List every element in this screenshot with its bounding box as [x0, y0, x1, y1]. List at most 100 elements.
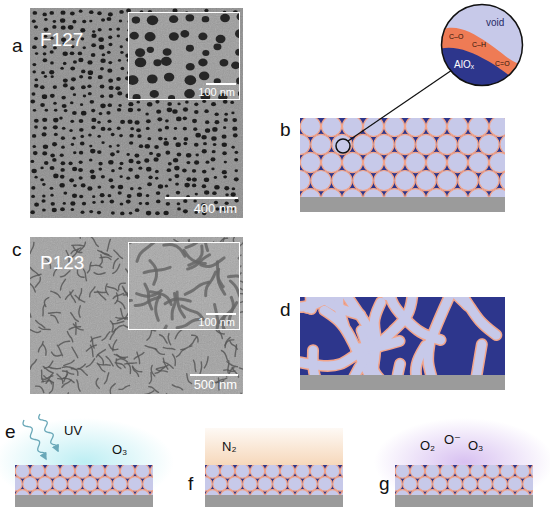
sem-image — [30, 237, 243, 394]
pore — [184, 183, 189, 188]
pore — [42, 13, 46, 17]
pore — [183, 209, 188, 213]
pore — [204, 190, 209, 195]
pore — [34, 25, 38, 29]
pore — [71, 143, 75, 146]
pore — [210, 157, 215, 161]
pore — [107, 68, 112, 72]
pore — [31, 195, 35, 198]
panel-letter: b — [280, 120, 291, 141]
pore — [110, 152, 115, 156]
pore — [108, 36, 112, 40]
pore-channel — [79, 237, 81, 238]
pore — [73, 151, 76, 154]
pore-channel — [177, 319, 201, 328]
pore — [106, 111, 110, 115]
scale-label: 500 nm — [194, 378, 237, 392]
pore — [167, 168, 172, 172]
pore — [132, 16, 140, 23]
pore — [52, 158, 56, 162]
pore-channel — [228, 276, 240, 286]
pore — [109, 145, 112, 148]
scale-bar — [206, 313, 236, 315]
pore — [147, 137, 151, 140]
pore — [172, 109, 177, 114]
pore-channel — [104, 373, 108, 384]
pore — [119, 175, 122, 178]
pore — [224, 186, 229, 190]
pore-channel — [58, 374, 67, 379]
pore — [60, 207, 65, 211]
pore — [231, 146, 234, 149]
pore — [120, 162, 124, 165]
pore — [63, 202, 66, 205]
pore-channel — [42, 376, 53, 379]
pore — [42, 208, 46, 211]
panel-letter: e — [5, 422, 16, 443]
pore — [100, 193, 105, 197]
pore — [31, 100, 36, 104]
pore — [109, 178, 114, 182]
pore — [183, 127, 187, 131]
pore — [42, 132, 47, 136]
pore — [97, 150, 101, 154]
pore — [108, 160, 113, 165]
pore — [183, 117, 187, 121]
pore — [120, 45, 123, 48]
pore-channel — [73, 246, 82, 252]
pore-channel — [239, 368, 243, 374]
pore — [30, 160, 34, 163]
pore — [53, 125, 58, 129]
pore — [147, 15, 158, 25]
gas-label: O₃ — [112, 443, 127, 457]
pore — [128, 108, 133, 112]
pore-channel — [127, 363, 130, 373]
pore — [147, 102, 152, 107]
pore — [136, 160, 141, 164]
pore — [223, 126, 226, 129]
pore — [73, 60, 77, 63]
pore-channel — [94, 273, 105, 275]
pore — [92, 201, 95, 204]
pore-channel — [30, 308, 31, 317]
pore — [107, 51, 111, 54]
pore — [195, 133, 200, 138]
pore — [89, 10, 94, 14]
pore — [194, 103, 198, 107]
pore — [116, 144, 119, 147]
pore — [42, 151, 47, 155]
region-label: void — [486, 17, 504, 28]
pore — [53, 85, 57, 89]
pore — [41, 199, 45, 203]
pore — [63, 62, 67, 65]
pore — [195, 193, 198, 196]
pore — [59, 117, 63, 120]
pore — [44, 161, 49, 165]
pore — [118, 59, 121, 62]
pore — [213, 43, 221, 50]
pore-channel — [155, 349, 164, 355]
pore-channel — [44, 298, 48, 307]
pore — [146, 127, 150, 130]
scale-label: 100 nm — [198, 316, 235, 328]
panel-letter: g — [379, 474, 390, 495]
pore — [158, 137, 163, 141]
pore — [222, 135, 227, 139]
pore — [100, 85, 105, 89]
pore — [153, 59, 161, 66]
pore-channel — [173, 354, 176, 365]
sem-image: P123500 nm100 nm — [30, 237, 243, 394]
pore — [192, 177, 197, 181]
pore — [89, 145, 92, 148]
pore — [215, 120, 220, 124]
pore — [169, 15, 178, 23]
pore — [40, 103, 45, 107]
pore — [41, 71, 45, 74]
pore — [126, 153, 129, 156]
pore-channel — [151, 365, 155, 375]
pore — [80, 135, 84, 138]
pore — [60, 10, 65, 14]
pore — [97, 185, 101, 188]
pore — [149, 152, 153, 155]
zoom-circle: voidC–OC–HC=OAlOₓ — [440, 3, 524, 87]
